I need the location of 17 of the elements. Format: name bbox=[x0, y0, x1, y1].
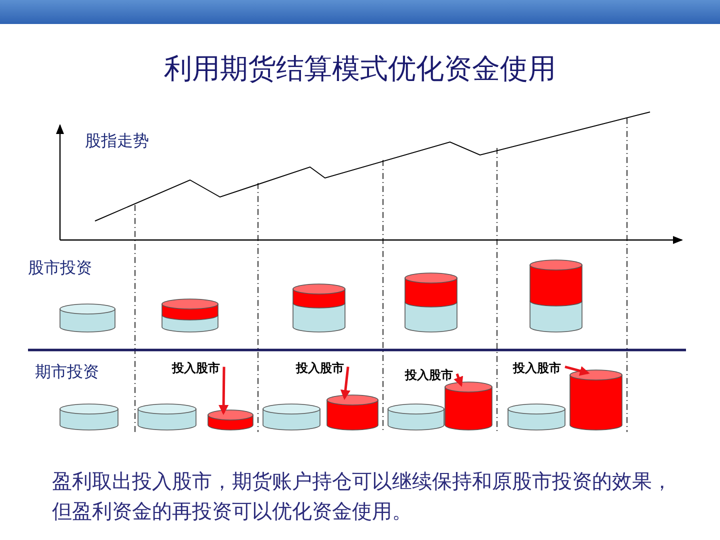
arrow bbox=[340, 366, 350, 400]
cylinder bbox=[207, 409, 254, 431]
title: 利用期货结算模式优化资金使用 bbox=[163, 51, 557, 87]
callout-text: 投入股市 bbox=[296, 360, 344, 377]
callout-text: 投入股市 bbox=[513, 360, 561, 377]
cylinder bbox=[444, 381, 493, 431]
caption: 盈利取出投入股市，期货账户持仓可以继续保持和原股市投资的效果，但盈利资金的再投资可以优化资金使用。 bbox=[52, 468, 673, 525]
cylinder bbox=[326, 394, 379, 431]
callout-text: 投入股市 bbox=[172, 360, 220, 377]
arrow bbox=[454, 373, 464, 387]
axis-label: 股指走势 bbox=[85, 131, 149, 152]
callout-text: 投入股市 bbox=[405, 367, 453, 384]
arrow bbox=[564, 366, 590, 376]
cylinder bbox=[569, 369, 623, 431]
arrow bbox=[218, 366, 229, 415]
axis-label: 期市投资 bbox=[35, 362, 99, 383]
axis-label: 股市投资 bbox=[28, 258, 92, 279]
